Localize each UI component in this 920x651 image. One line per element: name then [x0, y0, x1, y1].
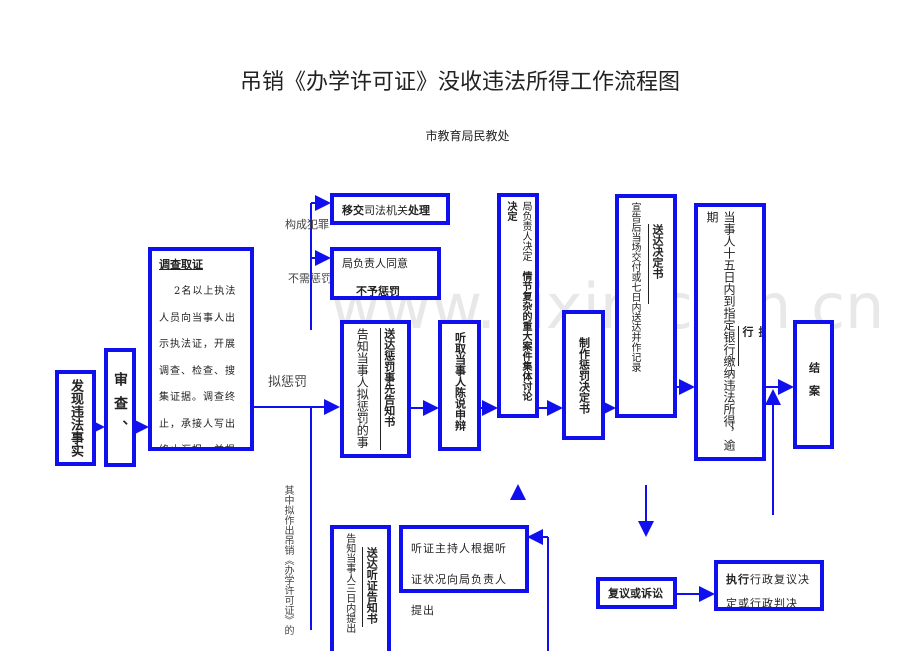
box-director-decide: 局负责人决定 情节复杂的重大案件集体讨论决定 [497, 193, 539, 418]
director-decide-text: 局负责人决定 情节复杂的重大案件集体讨论决定 [505, 201, 531, 401]
box-penalty-notice: 送达惩罚事先告知书 告知当事人拟惩罚的事 [340, 320, 411, 458]
box-discover-text: 发现违法事实 [68, 379, 83, 457]
make-decision-text: 制作惩罚决定书 [577, 336, 591, 414]
box-investigate-body: 2名以上执法人员向当事人出示执法证，开展调查、检查、搜集证据。调查终止，承接人写… [159, 286, 237, 451]
box-hear-defense: 听取当事人陈说申辩 [438, 320, 481, 451]
subtitle: 市教育局民教处 [425, 129, 510, 143]
enforce-text: 行政复议决定或行政判决 [726, 573, 810, 610]
label-no-penalty: 不需惩罚 [288, 272, 332, 285]
hearing-notice-body: 告知当事人三日内提出 [343, 533, 355, 633]
box-deliver-decision: 送达决定书 宣告后当场交付或七日内送达并作记录 [615, 194, 677, 418]
close-text: 结案 [807, 361, 821, 408]
execute-body: 当事人十五日内到指定银行缴纳违法所得，逾期 [705, 211, 736, 451]
transfer-bold1: 移交 [342, 204, 364, 217]
box-discover: 发现违法事实 [55, 370, 96, 466]
box-make-decision: 制作惩罚决定书 [562, 310, 605, 440]
box-review-text: 审查、 [112, 372, 128, 444]
box-hearing-notice: 送达听证告知书 告知当事人三日内提出 [330, 525, 391, 651]
notice-title: 送达惩罚事先告知书 [379, 328, 397, 450]
box-hearing-host: 听证主持人根据听证状况向局负责人提出 [399, 525, 529, 617]
box-investigate-title: 调查取证 [159, 258, 203, 271]
box-transfer: 移交司法机关处理 [330, 193, 450, 225]
label-revoke-note: 其中拟作出吊销《办学许可证》的 [282, 485, 293, 635]
notice-body: 告知当事人拟惩罚的事 [355, 328, 370, 448]
box-agree-no-penalty: 局负责人同意 不予惩罚 [330, 247, 441, 300]
host-text: 听证主持人根据听证状况向局负责人提出 [411, 542, 507, 617]
transfer-bold2: 处理 [408, 204, 430, 217]
deliver-title: 送达决定书 [648, 224, 665, 304]
box-execute: 执行 当事人十五日内到指定银行缴纳违法所得，逾期 [694, 203, 766, 461]
box-review: 审查、 [104, 348, 136, 467]
box-close: 结案 [793, 320, 834, 449]
execute-title: 执行 [738, 326, 762, 366]
box-investigate: 调查取证 2名以上执法人员向当事人出示执法证，开展调查、检查、搜集证据。调查终止… [148, 247, 254, 451]
appeal-text: 复议或诉讼 [608, 587, 663, 600]
enforce-bold: 执行 [726, 573, 750, 586]
hearing-notice-title: 送达听证告知书 [362, 547, 379, 627]
label-propose-penalty: 拟惩罚 [268, 375, 308, 390]
page-title: 吊销《办学许可证》没收违法所得工作流程图 [239, 70, 680, 95]
box-appeal: 复议或诉讼 [596, 577, 677, 609]
label-crime: 构成犯罪 [285, 218, 329, 231]
hear-defense-text: 听取当事人陈说申辩 [453, 332, 467, 431]
deliver-body: 宣告后当场交付或七日内送达并作记录 [629, 202, 640, 372]
transfer-text: 司法机关 [364, 204, 408, 217]
agree-text: 局负责人同意 [342, 257, 408, 270]
agree-bold: 不予惩罚 [356, 285, 400, 298]
box-enforce: 执行行政复议决定或行政判决 [714, 560, 824, 611]
